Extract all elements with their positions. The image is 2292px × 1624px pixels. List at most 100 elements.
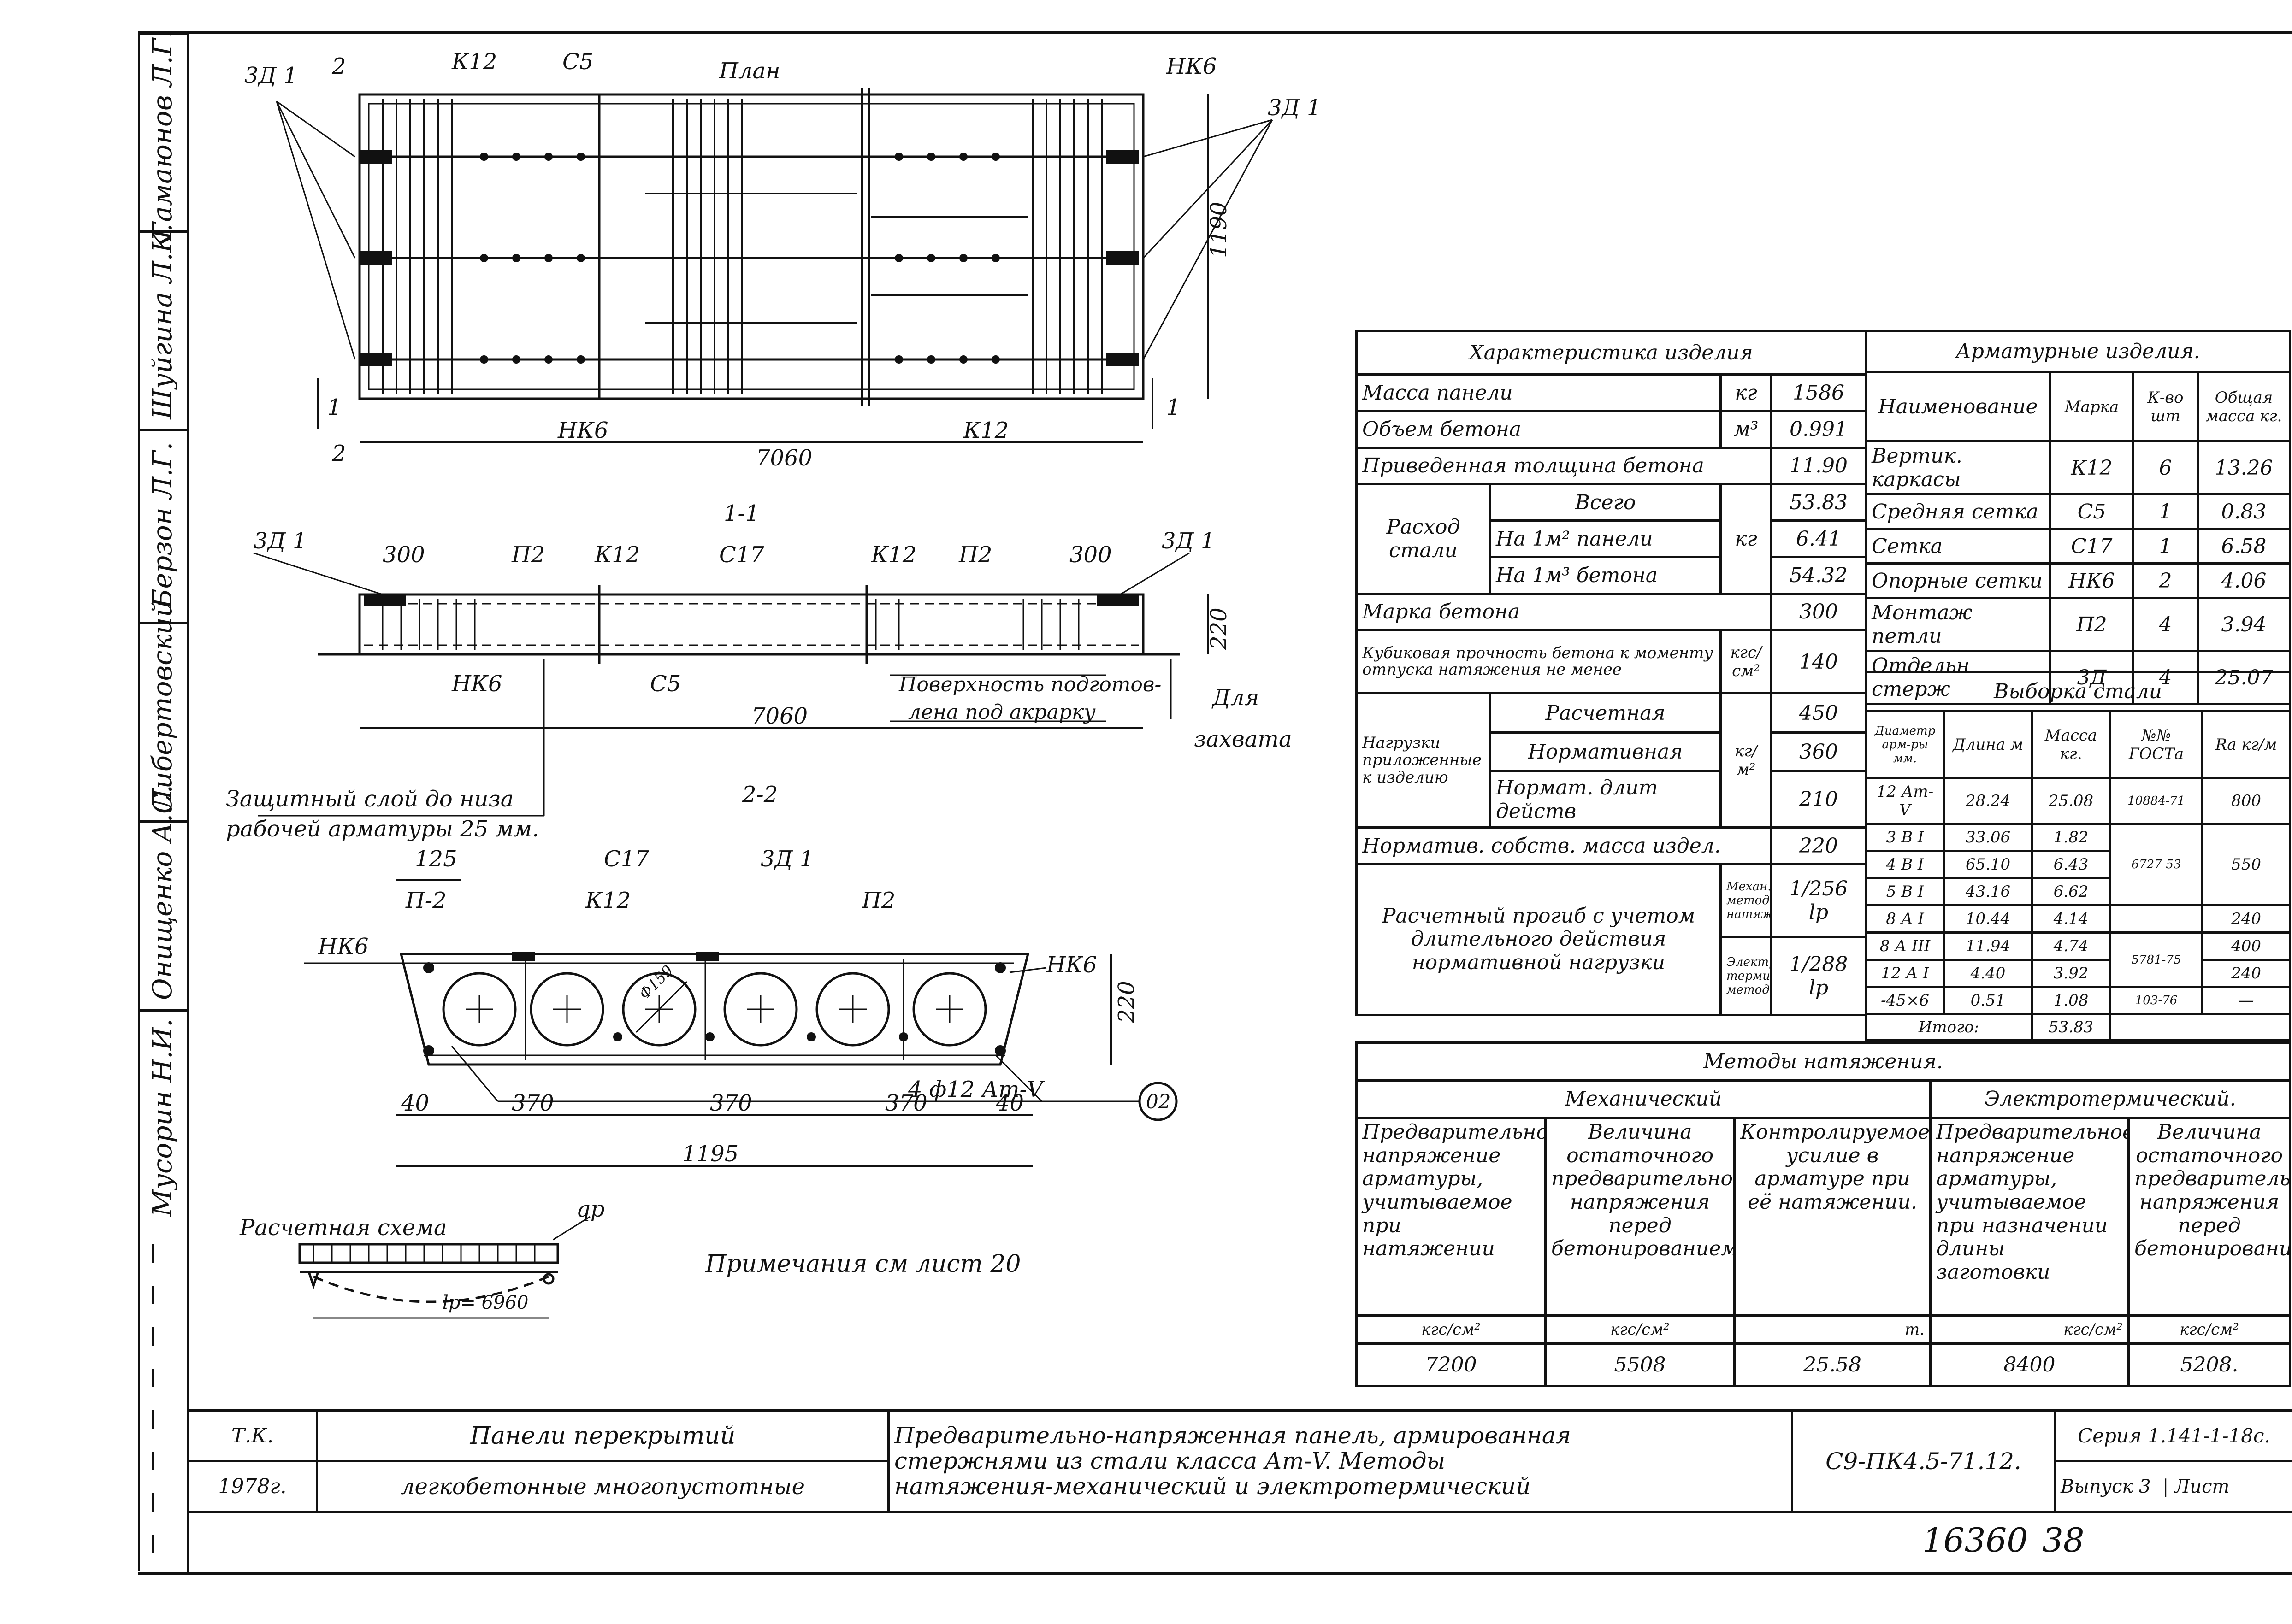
label-sec1-left: 1 <box>327 394 342 420</box>
tension-col-unit: кгс/см² <box>1544 1315 1736 1345</box>
steel-gost: 10884-71 <box>2109 777 2203 825</box>
char-value: 300 <box>1770 592 1867 631</box>
steel-d: 4 В I <box>1865 850 1945 880</box>
tension-col-unit: кгс/см² <box>2127 1315 2292 1345</box>
steel-d: 12 А I <box>1865 959 1945 989</box>
s11-p2-left: П2 <box>511 542 545 568</box>
tension-col-value: 25.58 <box>1733 1342 1932 1387</box>
tension-col-text: Предварительное напряжение арматуры, учи… <box>1929 1117 2130 1317</box>
tension-col-value: 5508 <box>1544 1342 1736 1387</box>
s11-length: 7060 <box>751 703 808 729</box>
char-value: 0.991 <box>1770 410 1867 449</box>
s22-d159: Ф159 <box>636 962 677 1003</box>
steel-selection-header: Выборка стали <box>1864 671 2292 712</box>
scheme-load: qp <box>576 1196 604 1222</box>
scheme-title: Расчетная схема <box>239 1215 447 1241</box>
steel-r: 400 <box>2201 931 2292 961</box>
title-desc-line3: натяжения-механический и электротермичес… <box>894 1473 1531 1500</box>
armature-col-mark: Марка <box>2049 371 2134 442</box>
steel-d: 8 А I <box>1865 904 1945 934</box>
char-name: Объем бетона <box>1355 410 1722 449</box>
s11-300-left: 300 <box>383 542 425 568</box>
char-unit: кг <box>1719 373 1772 412</box>
s22-k12: К12 <box>585 888 631 913</box>
s22-total: 1195 <box>682 1141 738 1167</box>
steel-mass: 4.74 <box>2031 931 2111 961</box>
armature-name: Вертик. каркасы <box>1865 440 2051 495</box>
steel-len: 43.16 <box>1943 877 2033 907</box>
steel-mass: 6.43 <box>2031 850 2111 880</box>
steel-gost: 6727-53 <box>2109 823 2203 907</box>
steel-total: 53.83 <box>2031 1013 2111 1041</box>
characteristics-header: Характеристика изделия <box>1355 329 1867 376</box>
char-name: Нормат. длит действ <box>1489 770 1722 829</box>
char-unit: кг <box>1719 482 1772 595</box>
s22-p2-right: П2 <box>862 888 895 913</box>
steel-col-gost: №№ ГОСТа <box>2109 710 2203 779</box>
s11-height: 220 <box>1206 607 1232 650</box>
steel-len: 0.51 <box>1943 986 2033 1016</box>
label-hk6-top: НК6 <box>1166 53 1217 79</box>
label-zd1-right: 3Д 1 <box>1268 95 1321 121</box>
armature-col-qty: К-во шт <box>2132 371 2199 442</box>
steel-len: 11.94 <box>1943 931 2033 961</box>
steel-mass: 4.14 <box>2031 904 2111 934</box>
char-name: Приведенная толщина бетона <box>1355 446 1772 485</box>
s11-zd1-right: 3Д 1 <box>1162 528 1215 554</box>
side-cell <box>138 820 189 1012</box>
char-name: Всего <box>1489 482 1722 522</box>
armature-name: Сетка <box>1865 528 2051 565</box>
armature-mark: С17 <box>2049 528 2134 565</box>
title-description: Предварительно-напряженная панель, армир… <box>887 1409 1793 1513</box>
title-tk: Т.К. <box>187 1409 318 1462</box>
section-2-2 <box>304 879 1178 1167</box>
title-issue: Выпуск 3 <box>2061 1476 2151 1497</box>
armature-qty: 6 <box>2132 440 2199 495</box>
s22-40a: 40 <box>401 1090 429 1116</box>
protective-layer-line1: Защитный слой до низа <box>226 786 514 812</box>
armature-col-mass: Общая масса кг. <box>2196 371 2292 442</box>
char-name: Масса панели <box>1355 373 1722 412</box>
s22-370b: 370 <box>710 1090 752 1116</box>
armature-mass: 0.83 <box>2196 493 2292 530</box>
calc-scheme <box>298 1216 591 1319</box>
protective-layer-line2: рабочей арматуры 25 мм. <box>226 816 539 842</box>
frame-strip-left <box>138 31 140 1571</box>
armature-mass: 13.26 <box>2196 440 2292 495</box>
side-dash <box>152 1244 154 1567</box>
armature-mark: К12 <box>2049 440 2134 495</box>
steel-r: 800 <box>2201 777 2292 825</box>
s22-circle: 02 <box>1146 1090 1170 1113</box>
armature-mass: 6.58 <box>2196 528 2292 565</box>
s22-hk6-right: НК6 <box>1046 952 1097 978</box>
title-desc-line1: Предварительно-напряженная панель, армир… <box>894 1422 1571 1449</box>
s22-p2-left: П-2 <box>405 888 447 913</box>
steel-d: 12 Ат-V <box>1865 777 1945 825</box>
s22-height: 220 <box>1114 981 1140 1024</box>
steel-gost <box>2109 904 2203 934</box>
tension-col-text: Величина остаточного предварительного на… <box>1544 1117 1736 1317</box>
steel-col-mass: Масса кг. <box>2031 710 2111 779</box>
frame-left <box>187 31 189 1575</box>
steel-r: — <box>2201 986 2292 1016</box>
s11-for-grip: Для <box>1211 685 1259 711</box>
label-k12-top: К12 <box>451 49 497 75</box>
armature-header: Арматурные изделия. <box>1864 330 2292 373</box>
s11-p2-right: П2 <box>958 542 992 568</box>
tension-col-text: Предварительное напряжение арматуры, учи… <box>1355 1117 1547 1317</box>
method-mech-label: Механ. метод натяж. <box>1719 863 1772 938</box>
steel-mass: 25.08 <box>2031 777 2111 825</box>
armature-name: Опорные сетки <box>1865 562 2051 599</box>
armature-mass: 3.94 <box>2196 597 2292 652</box>
tension-col-value: 7200 <box>1355 1342 1547 1387</box>
armature-qty: 1 <box>2132 528 2199 565</box>
steel-d: -45×6 <box>1865 986 1945 1016</box>
armature-name: Средняя сетка <box>1865 493 2051 530</box>
steel-col-r: Rа кг/м <box>2201 710 2292 779</box>
method-el-label: Электро-термич. метод <box>1719 936 1772 1017</box>
tension-col-value: 5208. <box>2127 1342 2292 1387</box>
title-product-line1: Панели перекрытий <box>316 1409 890 1462</box>
char-value: 450 <box>1770 692 1867 734</box>
